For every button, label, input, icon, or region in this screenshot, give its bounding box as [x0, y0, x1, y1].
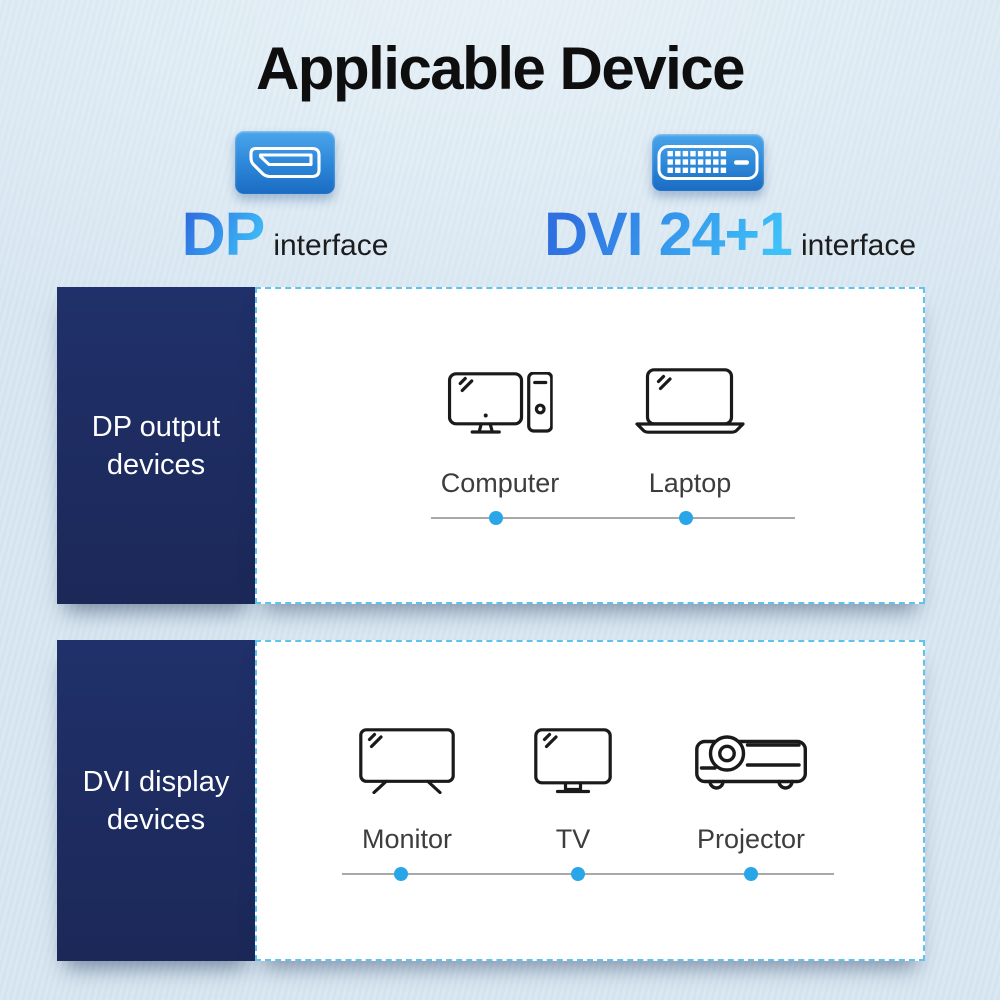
- dp-interface-name: DP: [181, 200, 266, 268]
- device-label-computer: Computer: [440, 468, 560, 498]
- dp-interface-label: DP interface: [135, 204, 435, 265]
- dvi-24plus1-connector-icon: [652, 134, 764, 191]
- dvi-interface-suffix: interface: [800, 229, 917, 262]
- device-computer: Computer: [440, 369, 560, 499]
- connection-dot-computer: [489, 511, 503, 525]
- dvi-interface-label: DVI 24+1 interface: [530, 204, 930, 265]
- monitor-icon: [359, 727, 455, 794]
- connection-dot-monitor: [394, 867, 408, 881]
- dvi-display-header-label: DVI display devices: [83, 763, 230, 839]
- device-label-projector: Projector: [696, 824, 806, 854]
- dvi-display-label-line1: DVI display: [82, 765, 230, 798]
- dvi-display-label-line2: devices: [106, 803, 206, 836]
- dp-interface-suffix: interface: [273, 229, 389, 262]
- displayport-connector-icon: [235, 131, 335, 194]
- dp-output-label-line1: DP output: [91, 410, 221, 443]
- dp-output-header-label: DP output devices: [92, 408, 220, 484]
- connection-dot-projector: [744, 867, 758, 881]
- dp-output-content-box: Computer Laptop: [255, 287, 925, 604]
- device-laptop: Laptop: [635, 368, 745, 499]
- dvi-display-content-box: Monitor TV: [255, 640, 925, 961]
- displayport-plug-glyph: [249, 146, 321, 179]
- dvi-display-section: DVI display devices: [57, 640, 925, 961]
- device-tv: TV: [534, 727, 612, 855]
- projector-icon: [695, 727, 807, 794]
- device-label-tv: TV: [555, 824, 591, 854]
- device-projector: Projector: [695, 727, 807, 855]
- connection-line: [342, 867, 834, 881]
- page-title: Applicable Device: [255, 35, 746, 102]
- dvi-display-header-panel: DVI display devices: [57, 640, 255, 961]
- dvi-plug-glyph: [657, 145, 759, 180]
- connection-line: [431, 511, 795, 525]
- connection-dot-tv: [571, 867, 585, 881]
- device-label-monitor: Monitor: [361, 824, 453, 854]
- dp-output-label-line2: devices: [106, 448, 206, 481]
- device-label-laptop: Laptop: [648, 468, 732, 498]
- laptop-icon: [635, 368, 745, 434]
- tv-icon: [534, 727, 612, 794]
- computer-icon: [447, 369, 553, 434]
- device-monitor: Monitor: [359, 727, 455, 855]
- dp-output-header-panel: DP output devices: [57, 287, 255, 604]
- dvi-interface-name: DVI 24+1: [543, 200, 793, 268]
- connection-dot-laptop: [679, 511, 693, 525]
- dp-output-section: DP output devices: [57, 287, 925, 604]
